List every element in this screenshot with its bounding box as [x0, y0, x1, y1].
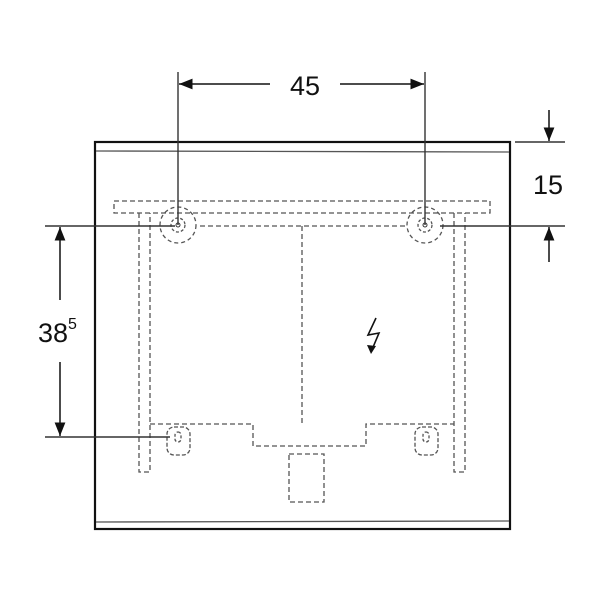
lightning-icon — [366, 317, 381, 354]
mounting-slot-bottom-right — [414, 426, 439, 456]
mounting-slot-bottom-left — [166, 426, 191, 456]
dimension-label-45: 45 — [290, 71, 320, 101]
dimension-label-38: 38 — [38, 318, 68, 348]
dimension-15: 15 — [440, 110, 565, 262]
dimension-label-15: 15 — [533, 170, 563, 200]
hidden-frame — [113, 200, 491, 503]
panel-outline — [93, 140, 512, 531]
dimension-38-5: 38 5 — [38, 225, 175, 438]
dimension-45: 45 — [177, 71, 426, 225]
dimension-label-fraction: 5 — [68, 316, 77, 333]
